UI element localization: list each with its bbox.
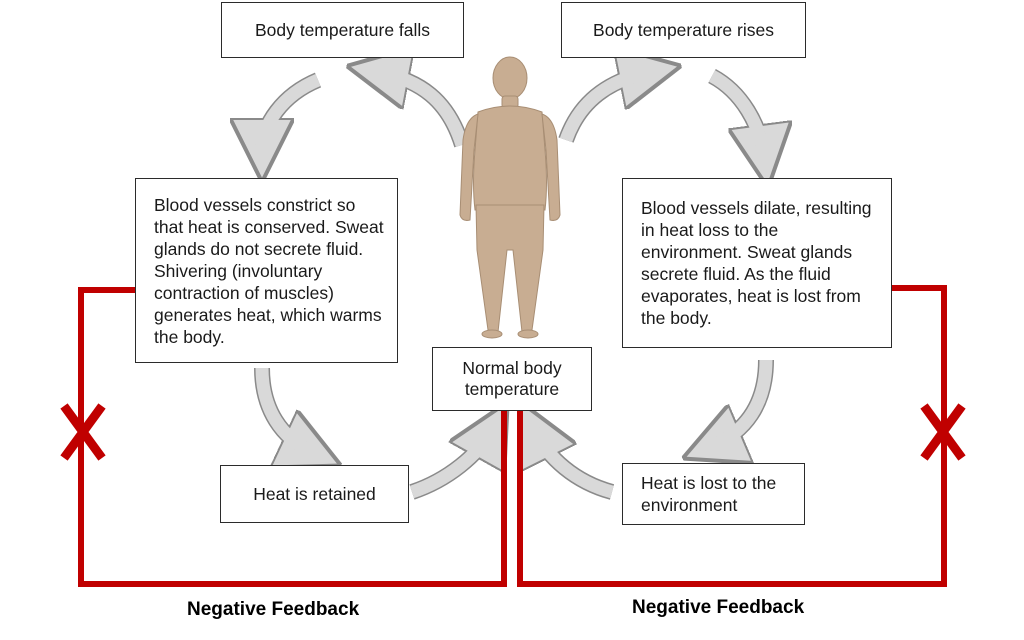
feedback-loops bbox=[78, 285, 947, 587]
temperature-falls-text: Body temperature falls bbox=[254, 20, 431, 40]
temperature-rises-text: Body temperature rises bbox=[593, 20, 774, 40]
box-vessels-dilate: Blood vessels dilate, resulting in heat … bbox=[622, 178, 892, 348]
box-vessels-constrict: Blood vessels constrict so that heat is … bbox=[135, 178, 398, 363]
vessels-dilate-text: Blood vessels dilate, resulting in heat … bbox=[641, 198, 872, 328]
left-feedback-caption: Negative Feedback bbox=[187, 599, 360, 620]
left-feedback-line bbox=[78, 287, 507, 587]
vessels-constrict-text: Blood vessels constrict so that heat is … bbox=[154, 194, 384, 347]
box-temperature-rises: Body temperature rises bbox=[561, 2, 806, 58]
human-body-figure bbox=[459, 56, 561, 339]
left-x-mark bbox=[60, 403, 106, 461]
right-x-mark bbox=[920, 403, 966, 461]
heat-retained-text: Heat is retained bbox=[253, 484, 376, 504]
box-heat-retained: Heat is retained bbox=[220, 465, 409, 523]
heat-lost-text: Heat is lost to the environment bbox=[641, 473, 777, 515]
box-temperature-falls: Body temperature falls bbox=[221, 2, 464, 58]
box-normal-temperature: Normal body temperature bbox=[432, 347, 592, 411]
normal-temperature-text: Normal body temperature bbox=[462, 358, 562, 399]
box-heat-lost: Heat is lost to the environment bbox=[622, 463, 805, 525]
right-feedback-caption: Negative Feedback bbox=[632, 597, 805, 618]
right-feedback-line bbox=[517, 285, 947, 587]
curved-arrows bbox=[262, 72, 766, 500]
